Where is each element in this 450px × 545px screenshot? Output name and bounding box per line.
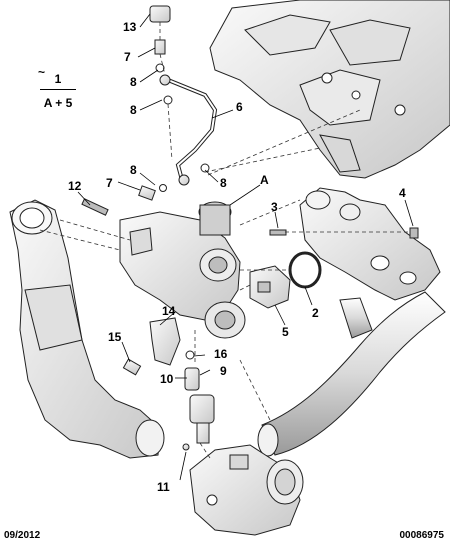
callout-8-mid-left: 8 bbox=[130, 163, 137, 177]
callout-12: 12 bbox=[68, 179, 82, 193]
exhaust-manifold bbox=[299, 187, 441, 301]
intake-hose bbox=[257, 291, 446, 457]
callout-6: 6 bbox=[236, 100, 243, 114]
group-divider bbox=[40, 89, 76, 90]
banjo-fittings-mid bbox=[138, 163, 210, 201]
callout-3: 3 bbox=[271, 200, 278, 214]
callout-5: 5 bbox=[282, 325, 289, 339]
banjo-fittings-top bbox=[149, 5, 173, 105]
callout-4: 4 bbox=[399, 186, 406, 200]
callout-16: 16 bbox=[214, 347, 228, 361]
group-reference: ~ 1 A + 5 bbox=[38, 65, 78, 110]
callout-7-mid: 7 bbox=[106, 176, 113, 190]
oil-return-assembly bbox=[122, 317, 215, 451]
footer-date: 09/2012 bbox=[4, 530, 41, 541]
oil-filter-housing bbox=[189, 444, 304, 536]
callout-8-top: 8 bbox=[130, 75, 137, 89]
turbo-actuator bbox=[249, 265, 291, 309]
callout-2: 2 bbox=[312, 306, 319, 320]
callout-11: 11 bbox=[157, 480, 170, 494]
engine-block bbox=[209, 0, 450, 179]
footer-reference: 00086975 bbox=[399, 530, 445, 541]
callout-13: 13 bbox=[123, 20, 137, 34]
callout-8-mid-right: 8 bbox=[220, 176, 227, 190]
callout-14: 14 bbox=[162, 304, 176, 318]
callout-8-upper: 8 bbox=[130, 103, 137, 117]
callout-A: A bbox=[260, 173, 269, 187]
catalytic-converter bbox=[9, 199, 165, 459]
callout-10: 10 bbox=[160, 372, 174, 386]
callout-15: 15 bbox=[108, 330, 122, 344]
callout-7-top: 7 bbox=[124, 50, 131, 64]
assembly-lines bbox=[39, 22, 410, 459]
group-number: 1 bbox=[54, 72, 62, 86]
turbocharger bbox=[119, 201, 246, 339]
gasket-ring bbox=[288, 251, 322, 289]
callout-9: 9 bbox=[220, 364, 227, 378]
group-subtitle: A + 5 bbox=[43, 96, 73, 110]
callout-leaders bbox=[77, 13, 414, 481]
approx-symbol: ~ bbox=[38, 65, 46, 79]
